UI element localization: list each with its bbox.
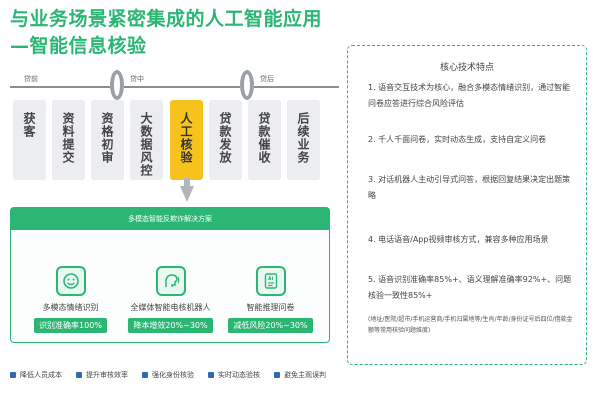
stage-label: 贷款催收 bbox=[257, 112, 271, 164]
stage-big-data-risk-control: 大数据风控 bbox=[130, 100, 163, 180]
stage-label: 资料提交 bbox=[61, 112, 75, 164]
solution-panel: 多模态智能反欺诈解决方案 多模态情绪识别 识别准确率100% 全媒体智能电核机器… bbox=[10, 207, 330, 343]
down-arrow-icon bbox=[180, 186, 194, 202]
page-title: 与业务场景紧密集成的人工智能应用 —智能信息核验 bbox=[10, 6, 322, 60]
square-bullet-icon bbox=[142, 372, 148, 378]
solution-header: 多模态智能反欺诈解决方案 bbox=[11, 208, 329, 230]
feature-item: 4. 电话语音/App视频审核方式，兼容多种应用场景 bbox=[368, 235, 549, 244]
stage-document-submission: 资料提交 bbox=[52, 100, 85, 180]
feature-item: 2. 千人千面问卷，实时动态生成，支持自定义问卷 bbox=[368, 135, 547, 144]
benefit-label: 提升审核效率 bbox=[86, 371, 128, 379]
benefit-label: 避免主观误判 bbox=[284, 371, 326, 379]
card-stat-badge: 降本增效20%~30% bbox=[128, 318, 213, 333]
square-bullet-icon bbox=[76, 372, 82, 378]
stage-follow-up-business: 后续业务 bbox=[287, 100, 320, 180]
features-title: 核心技术特点 bbox=[439, 63, 494, 73]
feature-item: 3. 对话机器人主动引导式问答，根据回复结果决定出题策略 bbox=[368, 175, 571, 200]
benefit-item: 实时动态验核 bbox=[208, 370, 260, 380]
stage-label: 资格初审 bbox=[100, 112, 114, 164]
solution-card-robot: 全媒体智能电核机器人 降本增效20%~30% bbox=[123, 266, 218, 333]
benefit-item: 降低人员成本 bbox=[10, 370, 62, 380]
card-name: 智能推理问卷 bbox=[246, 303, 295, 312]
stage-label: 获客 bbox=[22, 112, 36, 138]
timeline-line-post bbox=[254, 86, 339, 88]
square-bullet-icon bbox=[274, 372, 280, 378]
ai-document-icon bbox=[255, 266, 286, 296]
stage-preliminary-review: 资格初审 bbox=[91, 100, 124, 180]
phase-divider-ring bbox=[240, 70, 254, 100]
card-stat-badge: 识别准确率100% bbox=[34, 318, 107, 333]
benefits-list: 降低人员成本 提升审核效率 强化身份核验 实时动态验核 避免主观误判 bbox=[10, 370, 326, 380]
title-line-2: —智能信息核验 bbox=[10, 35, 147, 57]
feature-item: 1. 语音交互技术为核心，融合多模态情绪识别，通过智能问卷应答进行综合风险评估 bbox=[368, 83, 571, 108]
stage-label: 贷款发放 bbox=[218, 112, 232, 164]
feature-item: 5. 语音识别准确率85%+、语义理解准确率92%+、问题核验一致性85%+ bbox=[368, 275, 572, 300]
benefit-item: 提升审核效率 bbox=[76, 370, 128, 380]
down-arrow-stem bbox=[184, 178, 190, 187]
benefit-label: 强化身份核验 bbox=[152, 371, 194, 379]
phase-label-pre: 贷前 bbox=[24, 75, 38, 83]
square-bullet-icon bbox=[10, 372, 16, 378]
benefit-label: 实时动态验核 bbox=[218, 371, 260, 379]
square-bullet-icon bbox=[208, 372, 214, 378]
stage-label: 大数据风控 bbox=[139, 112, 153, 177]
stage-acquisition: 获客 bbox=[13, 100, 46, 180]
stage-loan-disbursement: 贷款发放 bbox=[209, 100, 242, 180]
stage-label: 人工核验 bbox=[179, 112, 193, 164]
benefit-item: 强化身份核验 bbox=[142, 370, 194, 380]
benefit-item: 避免主观误判 bbox=[274, 370, 326, 380]
card-stat-badge: 减低风险20%~30% bbox=[228, 318, 313, 333]
solution-card-emotion: 多模态情绪识别 识别准确率100% bbox=[23, 266, 118, 333]
timeline-line-pre bbox=[10, 86, 110, 88]
timeline-line-mid bbox=[124, 86, 240, 88]
card-name: 多模态情绪识别 bbox=[42, 303, 99, 312]
title-line-1: 与业务场景紧密集成的人工智能应用 bbox=[10, 8, 323, 30]
phase-divider-ring bbox=[110, 70, 124, 100]
phase-label-post: 贷后 bbox=[260, 75, 274, 83]
core-features-panel: 核心技术特点 1. 语音交互技术为核心，融合多模态情绪识别，通过智能问卷应答进行… bbox=[347, 45, 587, 365]
feature-note: (地址/医院/超市/手机运营商/手机归属地等/生肖/年龄/身份证号后四位/借款金… bbox=[368, 316, 573, 334]
stage-loan-collection: 贷款催收 bbox=[248, 100, 281, 180]
stage-manual-verification: 人工核验 bbox=[170, 100, 203, 180]
stage-label: 后续业务 bbox=[296, 112, 310, 164]
card-name: 全媒体智能电核机器人 bbox=[130, 303, 211, 312]
emotion-recognition-icon bbox=[55, 266, 86, 296]
phase-label-mid: 贷中 bbox=[130, 75, 144, 83]
voice-robot-icon bbox=[155, 266, 186, 296]
benefit-label: 降低人员成本 bbox=[20, 371, 62, 379]
solution-card-questionnaire: 智能推理问卷 减低风险20%~30% bbox=[223, 266, 318, 333]
